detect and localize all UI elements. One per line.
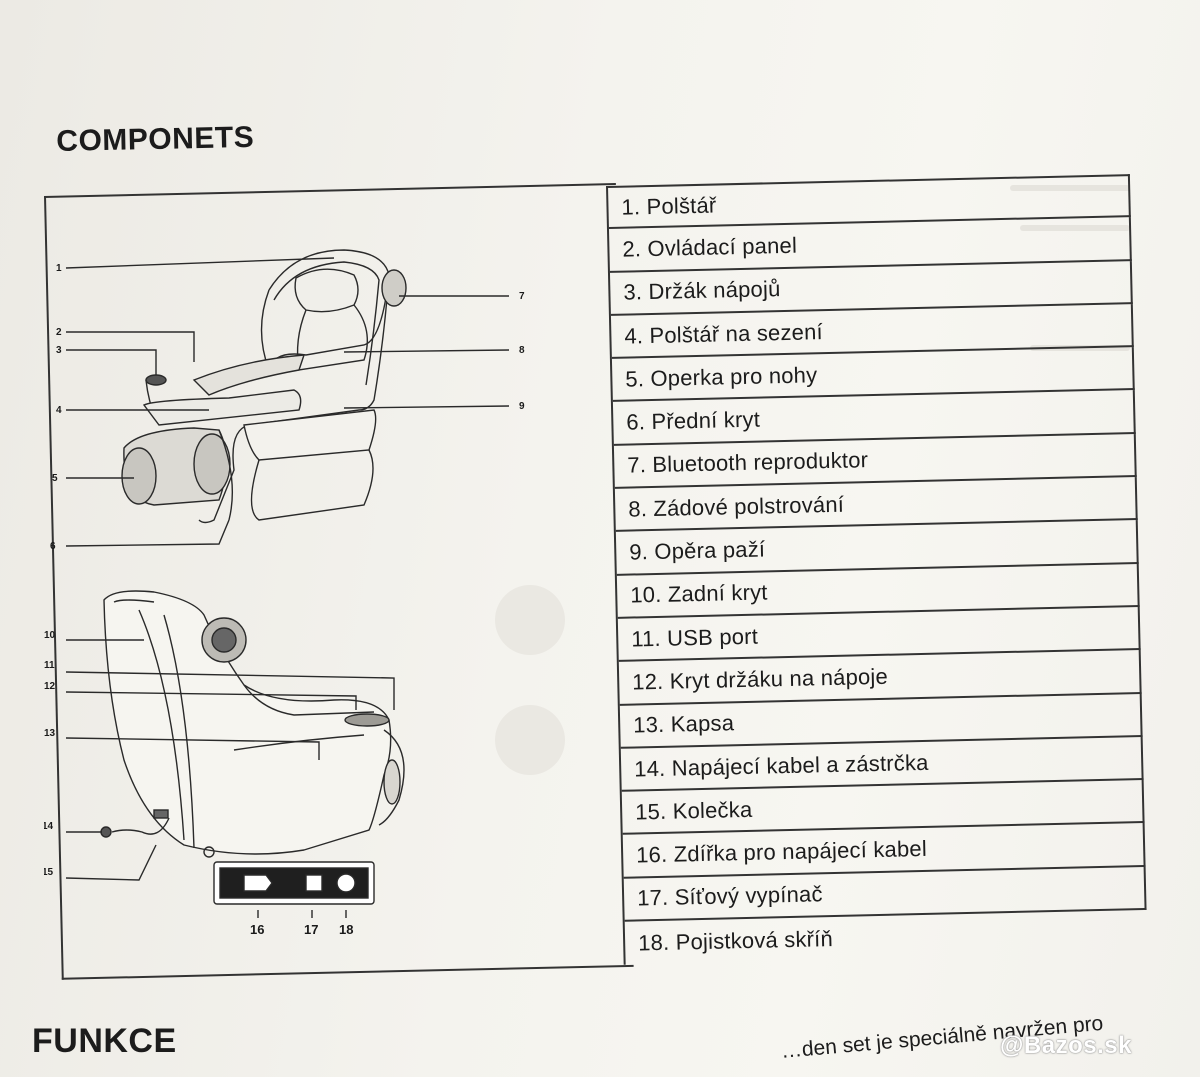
bleed-through-line bbox=[1030, 345, 1130, 351]
callout-17: 17 bbox=[304, 922, 318, 937]
part-label: 11. USB port bbox=[630, 623, 759, 652]
callout-13: 13 bbox=[44, 728, 56, 739]
callout-15: 15 bbox=[44, 867, 54, 878]
chair-side-view bbox=[100, 590, 405, 858]
bleed-through-shape bbox=[495, 705, 565, 775]
part-label: 10. Zadní kryt bbox=[630, 579, 768, 608]
callout-11: 11 bbox=[44, 660, 55, 671]
part-label: 16. Zdířka pro napájecí kabel bbox=[635, 835, 928, 868]
chair-diagram: 1 2 3 4 5 6 7 8 9 10 11 12 13 14 15 16 1… bbox=[44, 249, 525, 937]
bleed-through-shape bbox=[495, 585, 565, 655]
part-label: 13. Kapsa bbox=[632, 710, 735, 738]
callout-6: 6 bbox=[50, 541, 56, 552]
callout-3: 3 bbox=[56, 345, 62, 356]
part-label: 8. Zádové polstrování bbox=[628, 491, 845, 522]
callout-5: 5 bbox=[52, 473, 58, 484]
callout-12: 12 bbox=[44, 681, 56, 692]
callout-8: 8 bbox=[519, 345, 525, 356]
part-label: 6. Přední kryt bbox=[626, 406, 761, 435]
callout-4: 4 bbox=[56, 405, 62, 416]
callout-1: 1 bbox=[56, 263, 62, 274]
part-label: 17. Síťový vypínač bbox=[636, 881, 823, 911]
functions-heading: FUNKCE bbox=[32, 1022, 177, 1060]
callout-14: 14 bbox=[44, 821, 54, 832]
components-heading: COMPONETS bbox=[56, 120, 255, 158]
callout-10: 10 bbox=[44, 630, 56, 641]
part-label: 5. Operka pro nohy bbox=[625, 362, 818, 392]
parts-list: 1. Polštář 2. Ovládací panel 3. Držák ná… bbox=[606, 174, 1148, 966]
bleed-through-line bbox=[1020, 225, 1130, 231]
callout-16: 16 bbox=[250, 922, 264, 937]
callout-18: 18 bbox=[339, 922, 353, 937]
part-label: 3. Držák nápojů bbox=[623, 276, 781, 305]
part-label: 4. Polštář na sezení bbox=[624, 318, 824, 349]
part-label: 2. Ovládací panel bbox=[622, 232, 798, 262]
part-label: 7. Bluetooth reproduktor bbox=[627, 447, 869, 479]
part-label: 1. Polštář bbox=[621, 192, 717, 220]
chair-front-view bbox=[121, 249, 407, 524]
callout-9: 9 bbox=[519, 401, 525, 412]
part-label: 18. Pojistková skříň bbox=[637, 925, 834, 956]
callout-7: 7 bbox=[519, 291, 525, 302]
part-label: 15. Kolečka bbox=[634, 796, 753, 825]
part-label: 12. Kryt držáku na nápoje bbox=[631, 663, 889, 695]
part-label: 14. Napájecí kabel a zástrčka bbox=[633, 749, 929, 782]
watermark-logo: @Bazos.sk bbox=[1000, 1032, 1132, 1059]
callout-2: 2 bbox=[56, 327, 62, 338]
bleed-through-line bbox=[1010, 185, 1130, 191]
part-label: 9. Opěra paží bbox=[629, 536, 766, 565]
